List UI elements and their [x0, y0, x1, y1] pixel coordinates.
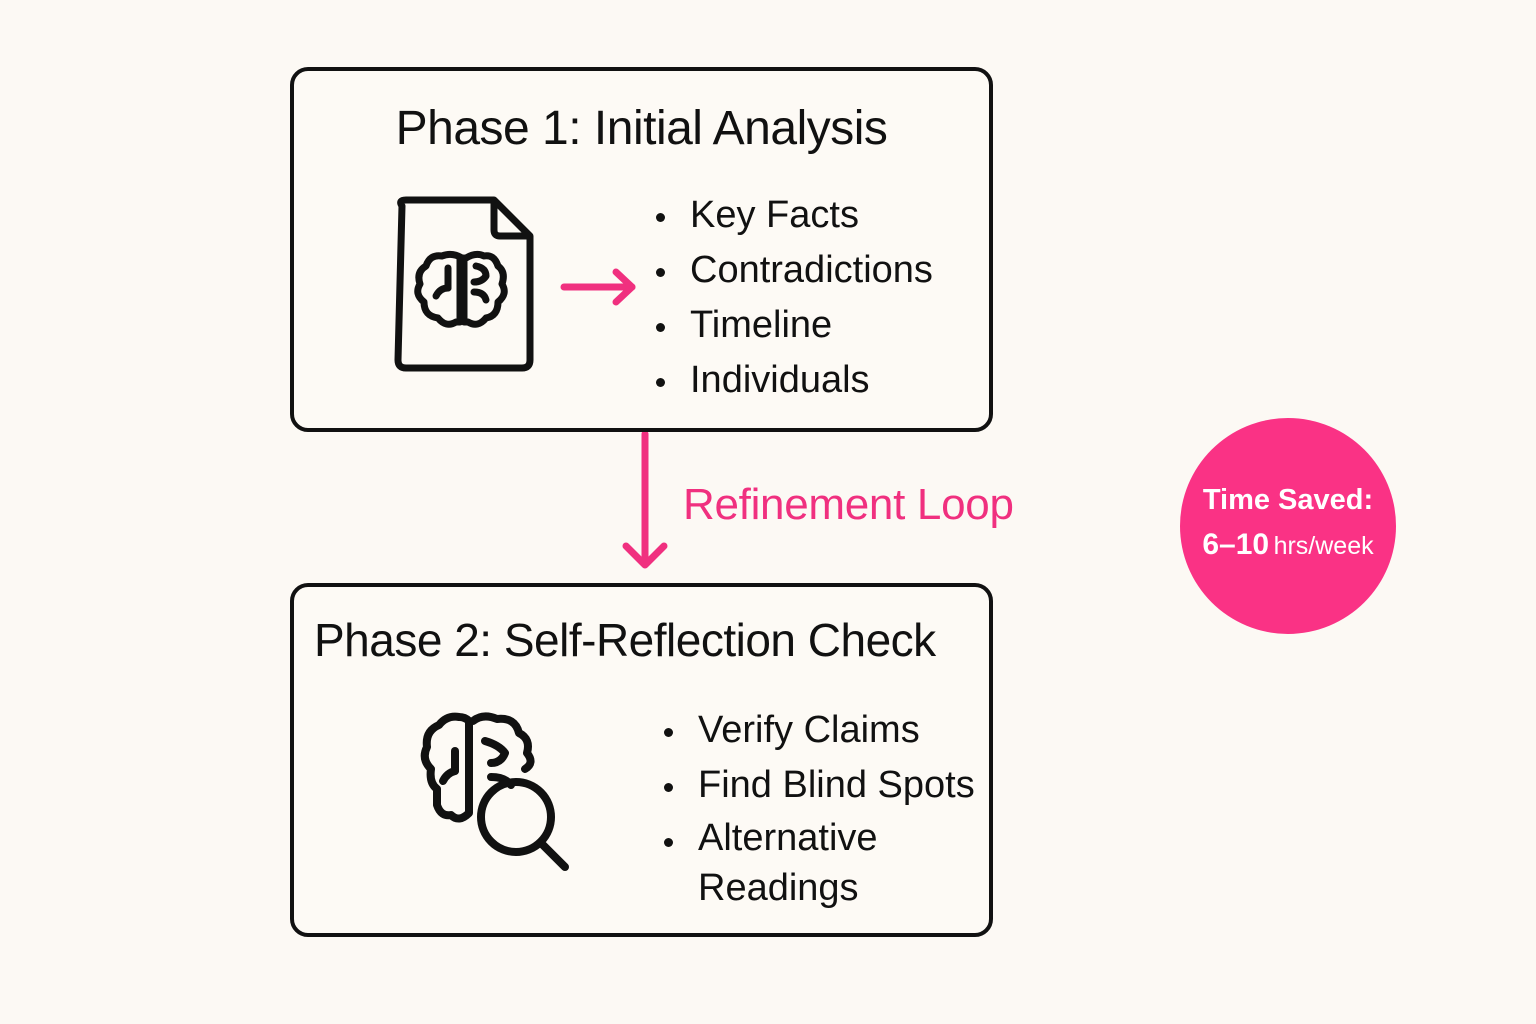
list-item: Contradictions — [656, 243, 933, 298]
time-saved-label: Time Saved: — [1202, 484, 1374, 516]
list-item: Key Facts — [656, 188, 933, 243]
phase-1-title: Phase 1: Initial Analysis — [395, 102, 888, 155]
list-item: Alternative Readings — [664, 813, 938, 913]
down-arrow-icon — [622, 432, 668, 569]
phase-2-title: Phase 2: Self-Reflection Check — [314, 614, 936, 666]
time-saved-unit: hrs/week — [1273, 532, 1374, 560]
list-item: Individuals — [656, 353, 933, 408]
arrow-right-icon — [560, 268, 636, 306]
time-saved-value: 6–10 — [1202, 528, 1270, 561]
phase-1-list: Key Facts Contradictions Timeline Indivi… — [656, 188, 933, 408]
time-saved-value-line: 6–10 hrs/week — [1180, 528, 1396, 562]
brain-search-icon — [420, 712, 569, 871]
list-item: Timeline — [656, 298, 933, 353]
list-item: Verify Claims — [664, 703, 975, 758]
list-item: Find Blind Spots — [664, 758, 975, 813]
document-brain-icon — [394, 196, 534, 372]
time-saved-badge: Time Saved: 6–10 hrs/week — [1180, 418, 1396, 634]
phase-2-card: Phase 2: Self-Reflection Check Verify Cl… — [290, 583, 993, 937]
phase-2-list: Verify Claims Find Blind Spots Alternati… — [664, 703, 975, 913]
phase-1-card: Phase 1: Initial Analysis Key Facts Cont… — [290, 67, 993, 432]
refinement-loop-label: Refinement Loop — [683, 480, 1014, 529]
